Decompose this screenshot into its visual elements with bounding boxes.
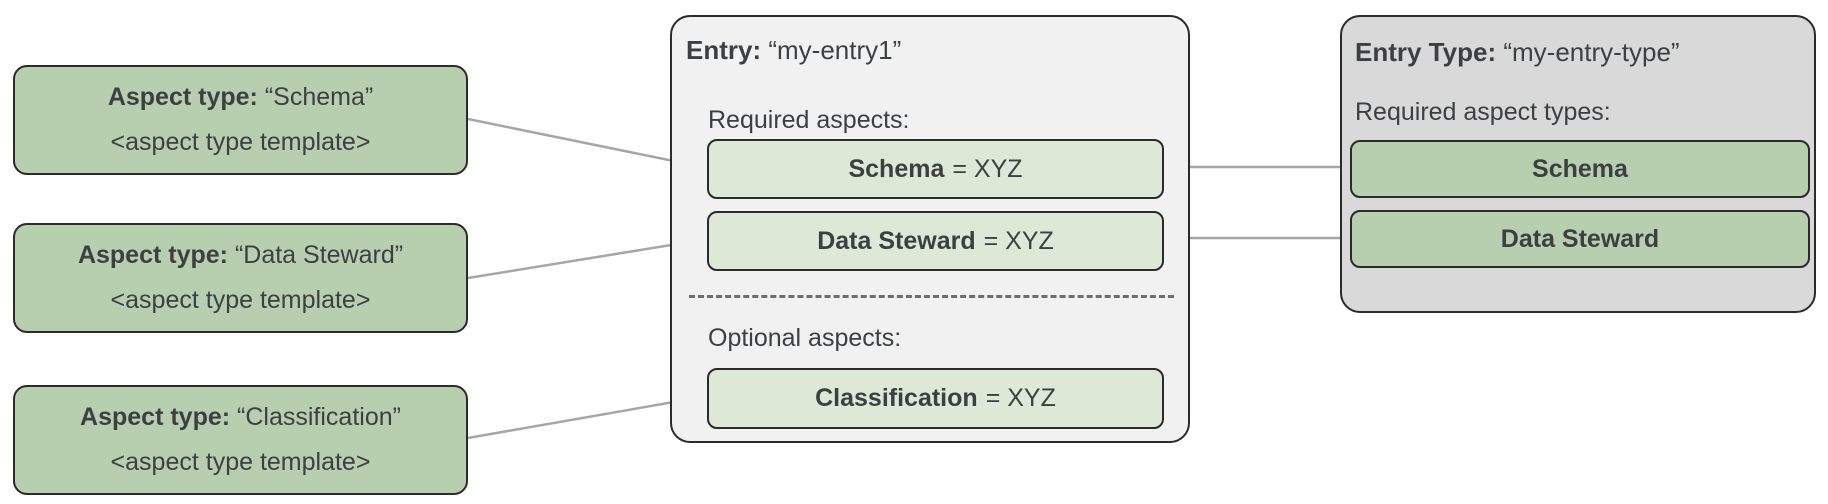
aspect-type-name: “Data Steward” — [234, 241, 404, 269]
aspect-chip-classification: Classification= XYZ — [707, 368, 1164, 429]
aspect-chip-value: = XYZ — [983, 226, 1054, 255]
aspect-type-chip-name: Data Steward — [1500, 224, 1660, 253]
aspect-type-chip-name: Schema — [1532, 154, 1628, 183]
optional-aspects-heading: Optional aspects: — [708, 324, 902, 352]
aspect-chip-name: Schema — [848, 154, 945, 183]
aspect-type-box-schema: Aspect type: “Schema” <aspect type templ… — [13, 65, 468, 175]
aspect-chip-name: Data Steward — [817, 226, 976, 255]
required-optional-separator — [689, 295, 1174, 298]
entry-type-title: Entry Type: “my-entry-type” — [1355, 37, 1680, 67]
aspect-type-label: Aspect type: — [80, 403, 231, 431]
aspect-chip-value: = XYZ — [952, 154, 1023, 183]
entry-box: Entry: “my-entry1” Required aspects: Sch… — [670, 15, 1190, 443]
aspect-type-title: Aspect type: “Classification” — [80, 403, 401, 432]
entry-type-box: Entry Type: “my-entry-type” Required asp… — [1340, 15, 1816, 313]
required-aspect-types-heading: Required aspect types: — [1355, 98, 1611, 126]
entry-name: “my-entry1” — [768, 35, 902, 65]
aspect-type-name: “Schema” — [264, 83, 374, 111]
aspect-chip-schema: Schema= XYZ — [707, 139, 1164, 199]
entry-title: Entry: “my-entry1” — [686, 35, 901, 65]
aspect-type-title: Aspect type: “Data Steward” — [78, 241, 403, 270]
aspect-chip-data-steward: Data Steward= XYZ — [707, 211, 1164, 271]
aspect-type-label: Aspect type: — [77, 241, 228, 269]
entry-label: Entry: — [686, 35, 762, 65]
aspect-type-template: <aspect type template> — [110, 286, 371, 314]
aspect-chip-name: Classification — [815, 384, 978, 412]
aspect-chip-value: = XYZ — [985, 384, 1056, 412]
connector-classification-left — [467, 394, 709, 440]
aspect-type-title: Aspect type: “Schema” — [108, 83, 373, 112]
aspect-type-chip-schema: Schema — [1350, 140, 1810, 198]
aspect-type-label: Aspect type: — [107, 83, 258, 111]
aspect-type-name: “Classification” — [237, 403, 401, 431]
entry-type-name: “my-entry-type” — [1503, 37, 1680, 67]
aspect-type-box-classification: Aspect type: “Classification” <aspect ty… — [13, 385, 468, 495]
required-aspects-heading: Required aspects: — [708, 106, 910, 134]
aspect-type-template: <aspect type template> — [110, 128, 371, 156]
aspect-type-template: <aspect type template> — [110, 448, 371, 476]
connector-steward-left — [467, 237, 709, 280]
entry-type-label: Entry Type: — [1355, 37, 1497, 67]
aspect-type-chip-data-steward: Data Steward — [1350, 210, 1810, 268]
aspect-type-box-data-steward: Aspect type: “Data Steward” <aspect type… — [13, 223, 468, 333]
connector-schema-left — [467, 117, 709, 170]
